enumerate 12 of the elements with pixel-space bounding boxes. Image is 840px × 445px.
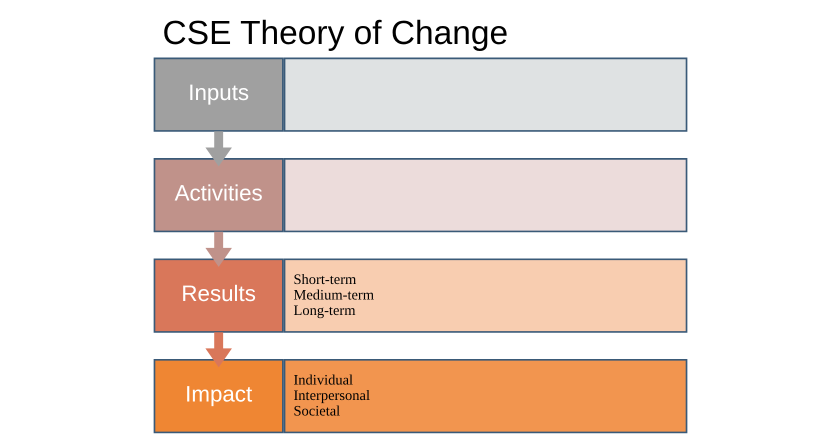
arrow <box>204 332 232 368</box>
node-box <box>283 58 687 132</box>
diagram-title: CSE Theory of Change <box>162 14 508 52</box>
node-box: Individual Interpersonal Societal <box>283 359 687 434</box>
node-box: Short-term Medium-term Long-term <box>283 258 687 333</box>
arrow <box>204 232 232 267</box>
node-box: Inputs <box>153 58 284 132</box>
node-box: Results <box>153 258 284 333</box>
node-box: Impact <box>153 359 284 434</box>
arrow <box>204 131 232 166</box>
node-box <box>283 158 687 232</box>
node-box: Activities <box>153 158 284 232</box>
